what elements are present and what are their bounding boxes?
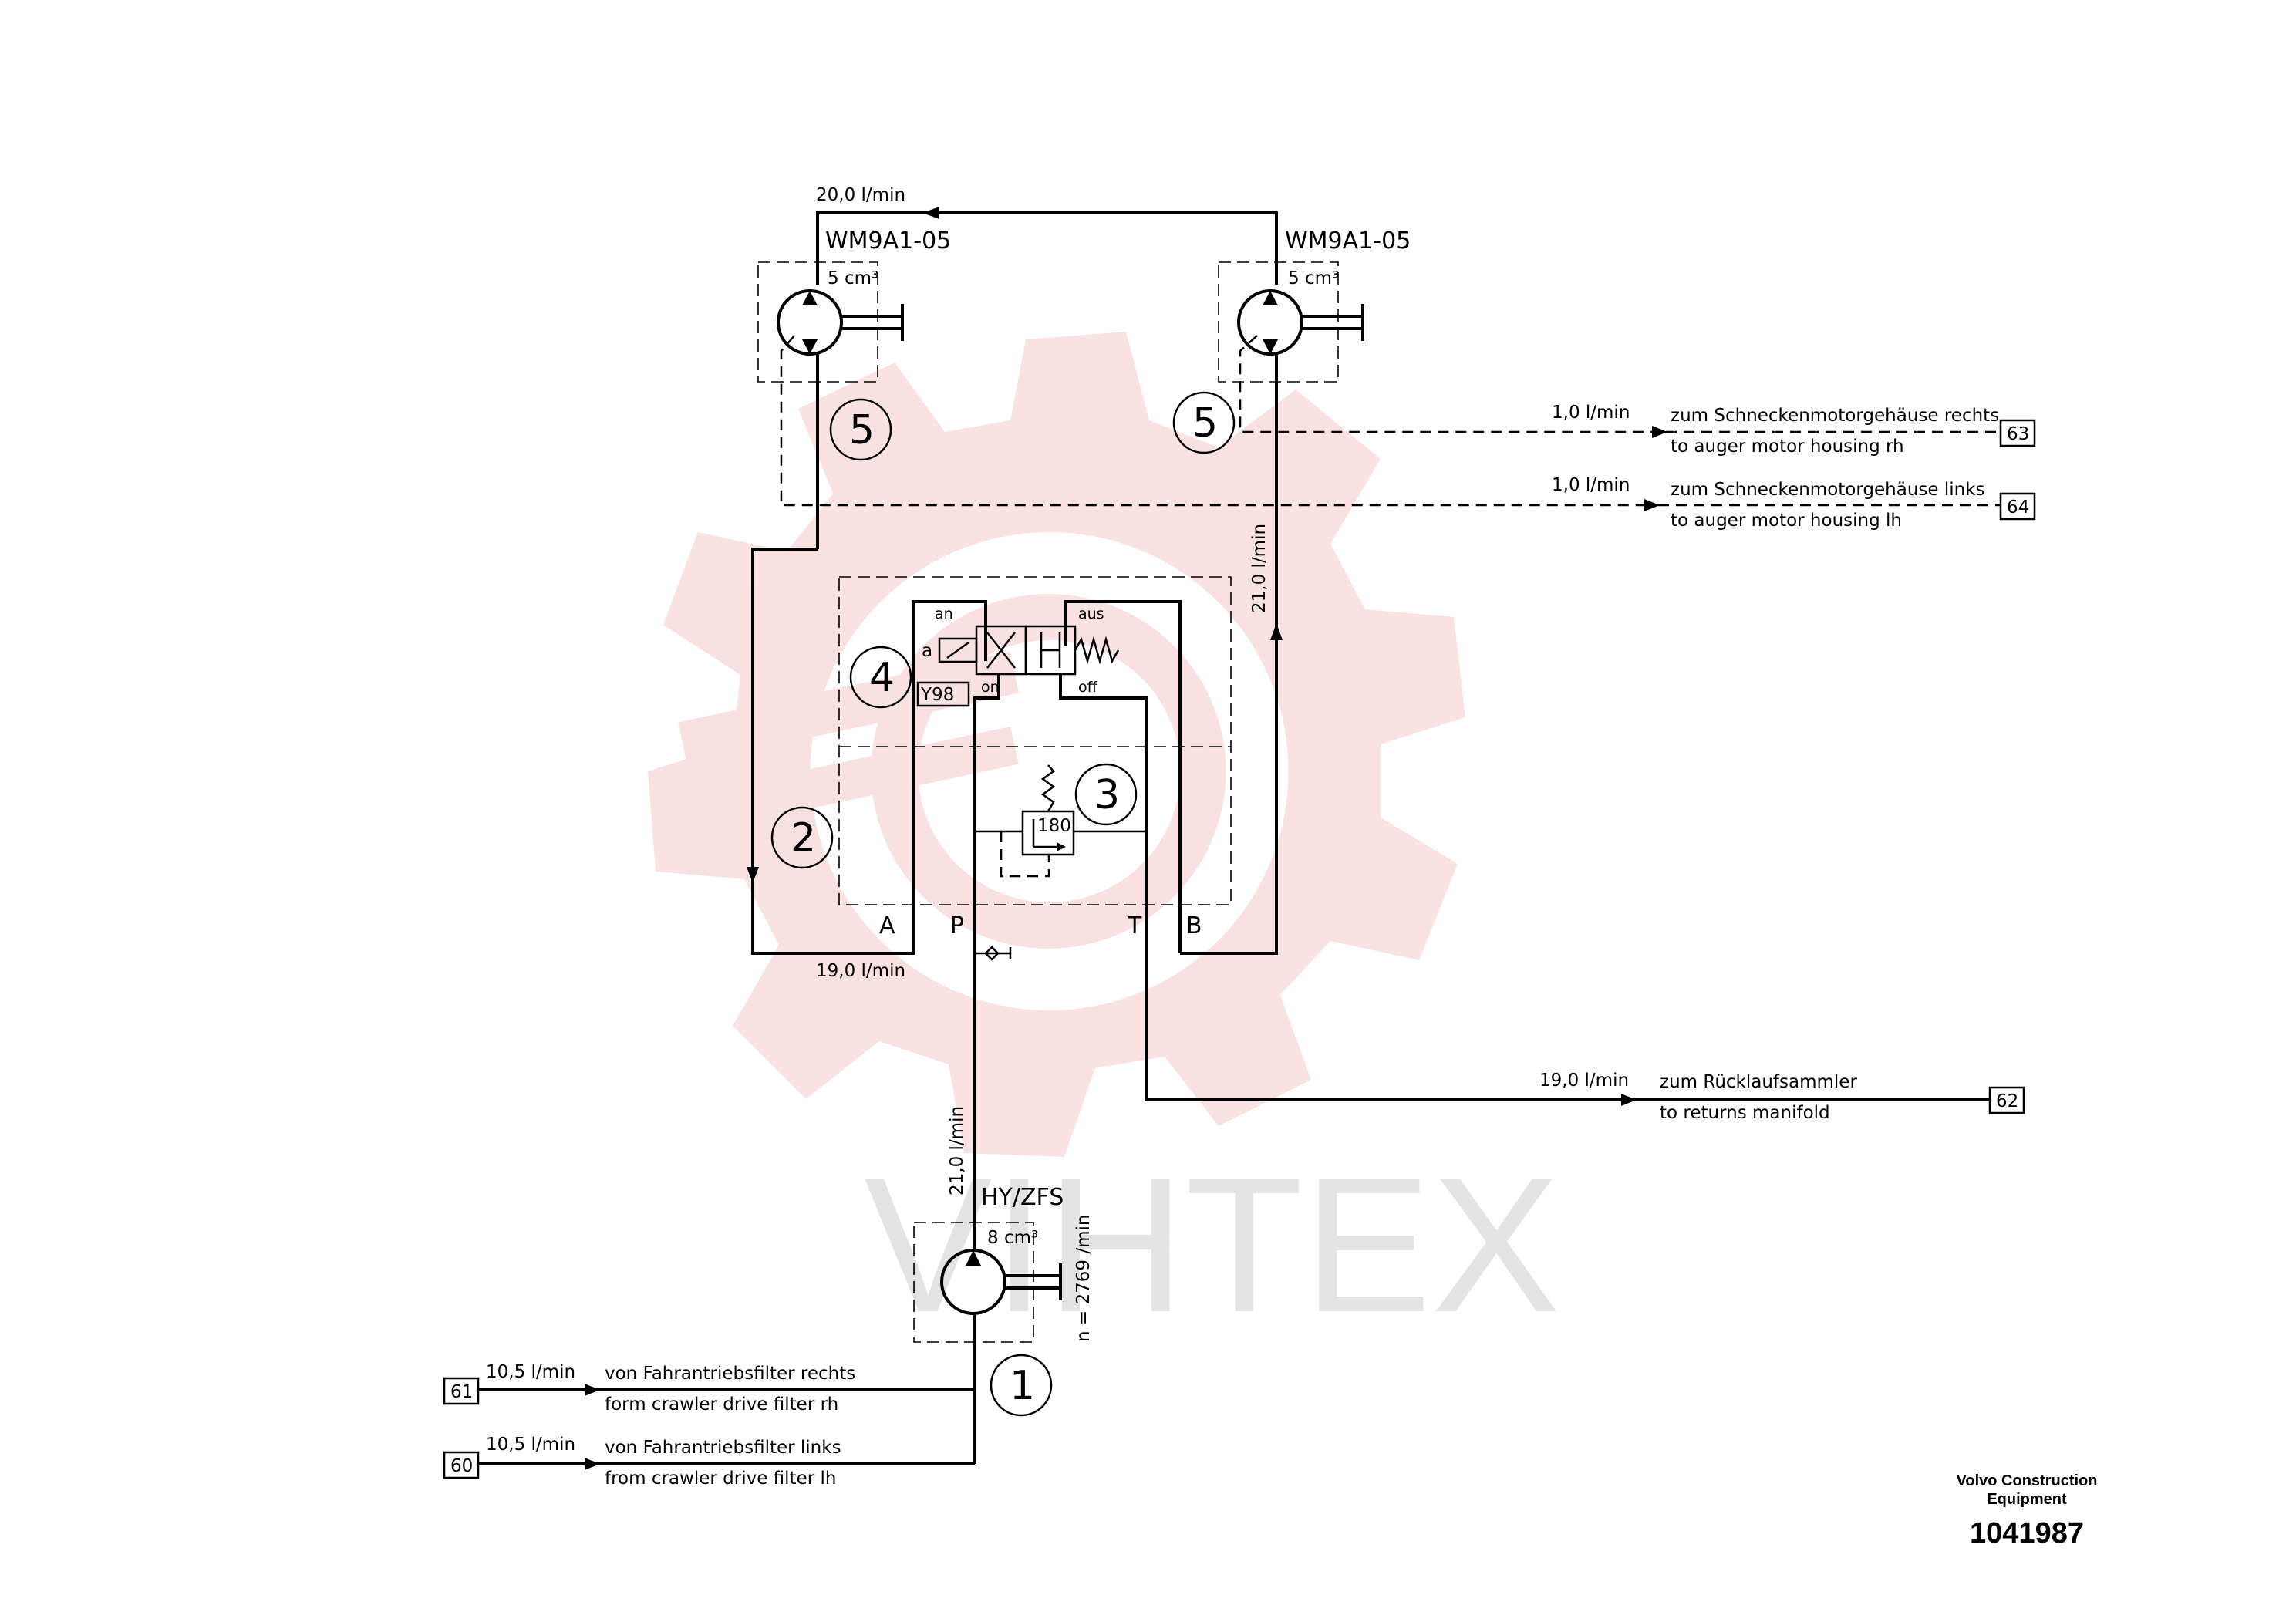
relief-spring-icon [1040, 764, 1056, 812]
connection-64-ref: 64 [2007, 497, 2029, 518]
connection-60-en: from crawler drive filter lh [605, 1469, 836, 1489]
connection-60-ref: 60 [450, 1456, 473, 1476]
item-1-circle [990, 1354, 1053, 1417]
connection-60-de: von Fahrantriebsfilter links [605, 1438, 841, 1458]
connection-61: 61 10,5 l/min von Fahrantriebsfilter rec… [443, 1362, 855, 1415]
return-arrow-icon [1621, 1094, 1637, 1106]
flow-in-60: 10,5 l/min [486, 1435, 575, 1455]
item-4-circle [849, 646, 912, 709]
connection-60: 60 10,5 l/min von Fahrantriebsfilter lin… [443, 1435, 841, 1489]
item-3-number: 3 [1094, 772, 1120, 818]
footer-doc-number: 1041987 [1970, 1517, 2084, 1549]
watermark-gear-logo [648, 332, 1465, 1157]
check-valve-icon [975, 946, 1012, 961]
flow-arrow-left-icon [922, 207, 939, 219]
item-2-circle [770, 806, 834, 869]
relief-valve: 180 3 [975, 763, 1146, 878]
item-4-number: 4 [869, 655, 895, 701]
footer-company-line1: Volvo Construction [1957, 1472, 2098, 1489]
flow-in-61: 10,5 l/min [486, 1362, 575, 1382]
connection-61-de: von Fahrantriebsfilter rechts [605, 1364, 855, 1384]
connection-61-en: form crawler drive filter rh [605, 1394, 838, 1415]
port-t: T [1127, 912, 1142, 939]
motor-right-displacement: 5 cm³ [1288, 268, 1339, 288]
motor-right-model: WM9A1-05 [1285, 228, 1411, 255]
item-5-right-circle [1172, 391, 1236, 454]
port-p: P [950, 912, 964, 939]
connection-62-ref: 62 [1996, 1091, 2018, 1111]
item-5-right-number: 5 [1192, 400, 1218, 447]
pump-speed: n = 2769 /min [1074, 1215, 1094, 1342]
flow-return-a: 19,0 l/min [816, 961, 905, 981]
valve-label-aus: aus [1078, 605, 1104, 622]
pump-triangle-icon [966, 1250, 981, 1266]
flow-pump-out: 21,0 l/min [947, 1106, 967, 1195]
valve-solenoid-letter: a [922, 641, 932, 661]
item-1-number: 1 [1010, 1363, 1035, 1409]
connection-63: 63 zum Schneckenmotorgehäuse rechts to a… [1666, 406, 2036, 457]
connection-63-en: to auger motor housing rh [1671, 437, 1904, 457]
motor-left-top-triangle-icon [802, 291, 818, 305]
leak-arrow-lh-icon [1644, 499, 1660, 511]
flow-return-tank: 19,0 l/min [1539, 1071, 1629, 1091]
motor-right-top-triangle-icon [1263, 291, 1278, 305]
connection-64: 64 zum Schneckenmotorgehäuse links to au… [1658, 480, 2036, 531]
motor-left: WM9A1-05 5 cm³ 5 [757, 228, 951, 461]
flow-arrow-up-icon [1270, 623, 1283, 640]
flow-leak-lh: 1,0 l/min [1552, 475, 1630, 495]
leak-arrow-rh-icon [1652, 426, 1667, 438]
footer-company-line2: Equipment [1987, 1491, 2067, 1508]
item-3-circle [1074, 763, 1138, 826]
pump-displacement: 8 cm³ [987, 1228, 1038, 1248]
solenoid-icon [938, 637, 978, 663]
flow-arrow-down-icon [747, 867, 759, 883]
inlet-60-arrow-icon [585, 1458, 600, 1470]
spring-icon [1074, 636, 1120, 665]
inlet-61-arrow-icon [585, 1384, 600, 1396]
flow-leak-rh: 1,0 l/min [1552, 403, 1630, 423]
connection-63-ref: 63 [2007, 424, 2029, 444]
item-5-left-number: 5 [849, 407, 875, 454]
valve-block-outline [838, 576, 1232, 905]
motor-left-model: WM9A1-05 [825, 228, 951, 255]
flow-top: 20,0 l/min [816, 185, 905, 205]
port-b: B [1186, 912, 1202, 939]
item-5-left-circle [829, 398, 892, 461]
connection-64-en: to auger motor housing lh [1671, 511, 1902, 531]
item-2-number: 2 [791, 815, 816, 862]
valve-label-an: an [935, 605, 953, 622]
pump-model: HY/ZFS [981, 1184, 1064, 1211]
motor-left-displacement: 5 cm³ [828, 268, 878, 288]
motor-right-bottom-triangle-icon [1263, 339, 1278, 354]
motor-right: WM9A1-05 5 cm³ 5 [1172, 228, 1411, 454]
connection-61-ref: 61 [450, 1382, 473, 1402]
directional-valve: an on aus off a Y98 4 [849, 605, 1120, 709]
valve-label-off: off [1078, 679, 1098, 696]
connection-62: 62 zum Rücklaufsammler to returns manifo… [1660, 1072, 2025, 1123]
connection-62-en: to returns manifold [1660, 1103, 1830, 1123]
relief-setting: 180 [1037, 816, 1071, 836]
port-a: A [879, 912, 895, 939]
connection-64-de: zum Schneckenmotorgehäuse links [1671, 480, 1985, 500]
connection-63-de: zum Schneckenmotorgehäuse rechts [1671, 406, 1999, 426]
motor-left-bottom-triangle-icon [802, 339, 818, 354]
connection-62-de: zum Rücklaufsammler [1660, 1072, 1857, 1092]
valve-label-on: on [981, 679, 1000, 696]
flow-supply-b: 21,0 l/min [1249, 524, 1269, 613]
watermark-text: VIHTEX [864, 1137, 1560, 1352]
valve-solenoid-tag: Y98 [920, 685, 954, 705]
